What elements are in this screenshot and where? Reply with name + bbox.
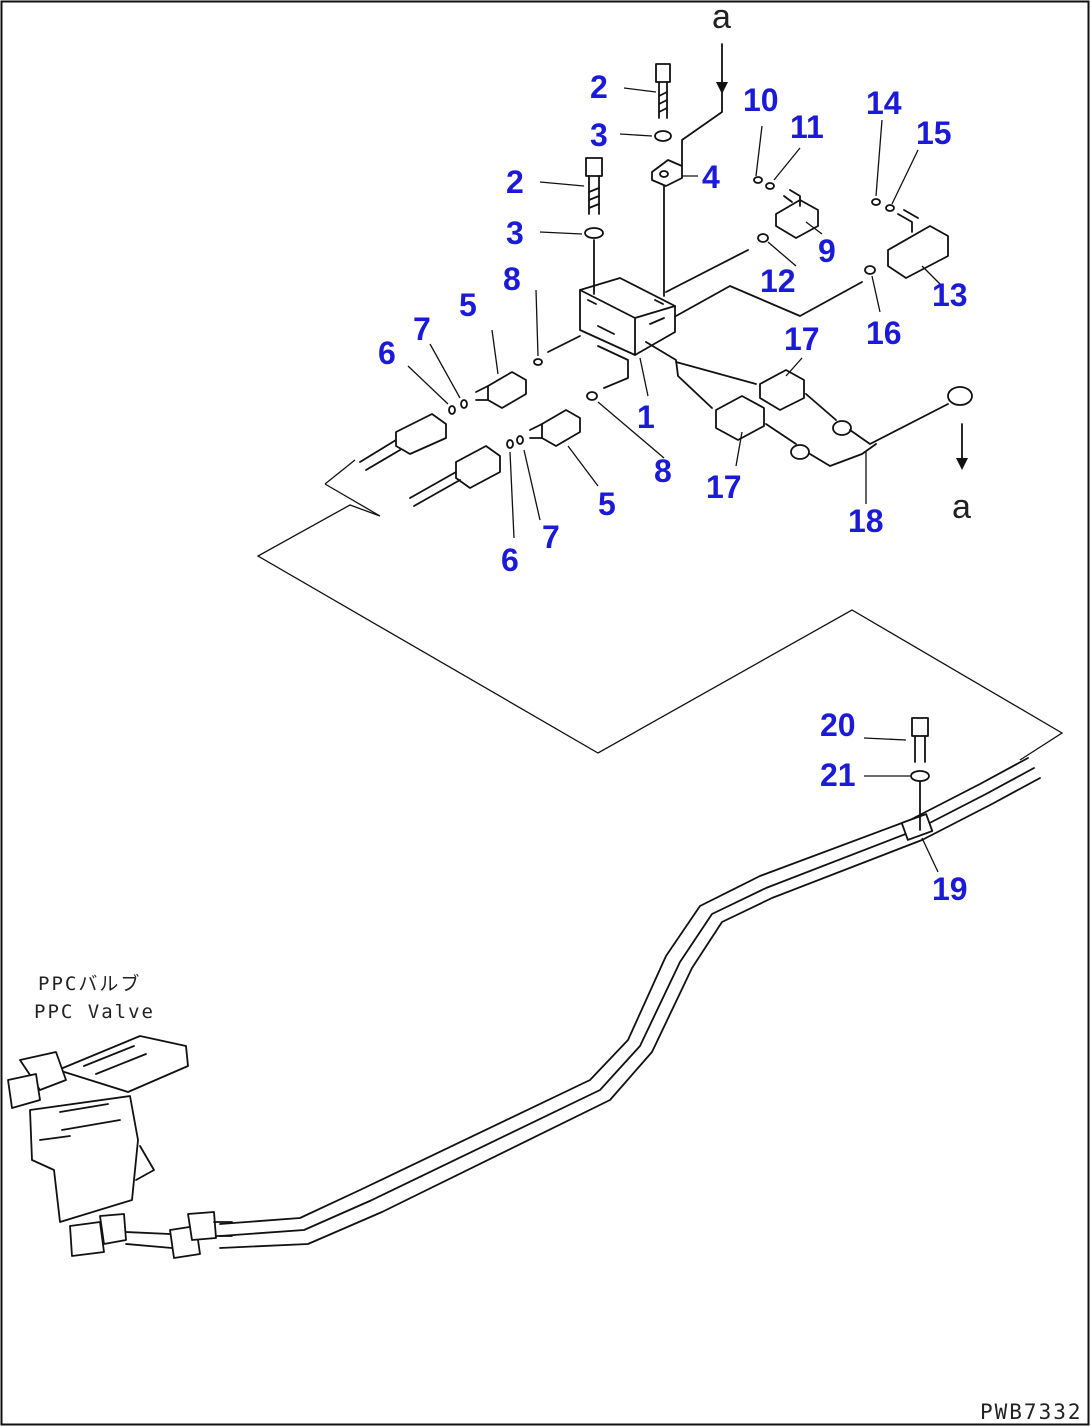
bolt-upper — [655, 63, 671, 119]
callout-11: 11 — [790, 109, 824, 145]
oring-15 — [885, 204, 895, 212]
valve-block — [579, 277, 676, 356]
callout-8-lower: 8 — [654, 453, 672, 489]
callout-10: 10 — [743, 82, 779, 118]
washer-21 — [910, 770, 930, 782]
callout-17-lower: 17 — [706, 469, 742, 505]
oring-7-upper — [460, 399, 468, 409]
oring-8-upper — [533, 358, 543, 366]
hose-end-lower — [409, 445, 501, 507]
oring-14 — [871, 198, 881, 206]
callout-4: 4 — [702, 159, 720, 195]
tube-block-front — [547, 335, 629, 389]
oring-8-lower — [586, 391, 598, 401]
valve-caption-jp: PPCバルブ — [38, 972, 141, 995]
oring-12 — [757, 233, 769, 243]
fitting-5-lower — [529, 409, 581, 447]
bracket — [651, 87, 723, 187]
callout-1: 1 — [637, 399, 655, 435]
hose-run — [219, 757, 1041, 1249]
washer-upper — [654, 130, 672, 142]
ref-a-right: a — [952, 488, 971, 526]
callout-5-lower: 5 — [598, 486, 616, 522]
callout-9: 9 — [818, 233, 836, 269]
ref-a-top: a — [712, 0, 731, 36]
callout-13: 13 — [932, 277, 968, 313]
switch-17-upper — [675, 361, 837, 421]
callout-3-upper: 3 — [590, 117, 608, 153]
fitting-13 — [887, 209, 949, 279]
breakout-outline — [256, 459, 1064, 761]
callout-21: 21 — [820, 757, 856, 793]
callout-19: 19 — [932, 871, 968, 907]
leader-lines — [407, 87, 941, 873]
harness-18 — [790, 386, 973, 467]
callout-7-upper: 7 — [413, 311, 431, 347]
fitting-5-upper — [475, 371, 527, 409]
arrow-a-right-head — [956, 458, 968, 470]
callout-2-upper: 2 — [590, 69, 608, 105]
callout-8-upper: 8 — [503, 261, 521, 297]
callout-5-upper: 5 — [459, 287, 477, 323]
callout-16: 16 — [866, 315, 902, 351]
ppc-valve — [7, 1035, 233, 1259]
callout-18: 18 — [848, 503, 884, 539]
callouts: 1 2 2 3 3 4 5 5 6 6 7 7 8 8 9 10 11 12 1… — [378, 69, 968, 907]
callout-12: 12 — [760, 263, 796, 299]
tube-block-right — [665, 249, 863, 317]
callout-17-upper: 17 — [784, 321, 820, 357]
oring-11 — [765, 182, 775, 190]
callout-6-upper: 6 — [378, 335, 396, 371]
callout-7-lower: 7 — [542, 519, 560, 555]
arrow-a-top-head — [716, 82, 728, 94]
callout-6-lower: 6 — [501, 542, 519, 578]
callout-14: 14 — [866, 85, 902, 121]
washer-left — [584, 227, 604, 239]
oring-6-upper — [448, 405, 456, 415]
bolt-left — [585, 157, 603, 215]
callout-3-left: 3 — [506, 215, 524, 251]
hose-clamp-19 — [900, 813, 934, 841]
callout-20: 20 — [820, 707, 856, 743]
bolt-20 — [911, 717, 929, 763]
callout-2-left: 2 — [506, 164, 524, 200]
fitting-9 — [775, 189, 819, 239]
oring-10 — [753, 176, 763, 184]
drawing-code: PWB7332 — [980, 1400, 1083, 1424]
hose-end-upper — [359, 413, 447, 471]
oring-16 — [864, 265, 876, 275]
valve-caption-en: PPC Valve — [34, 1001, 155, 1023]
switch-17-lower — [645, 341, 797, 445]
callout-15: 15 — [916, 115, 952, 151]
oring-7-lower — [516, 435, 524, 445]
oring-6-lower — [506, 439, 514, 449]
